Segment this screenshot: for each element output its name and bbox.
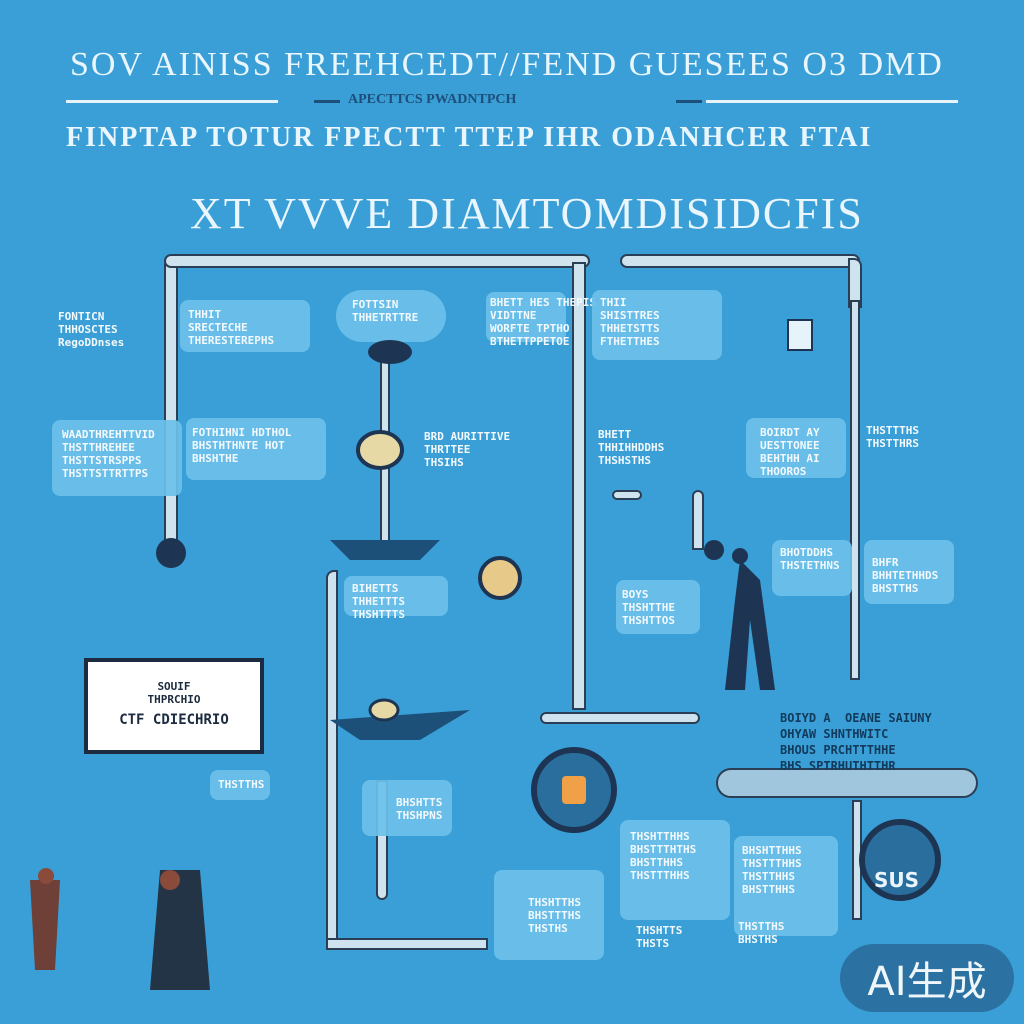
label-text-5: THII SHISTTRES THHETSTTS FTHETTHES <box>600 296 660 348</box>
label-panel-14 <box>344 576 448 616</box>
label-text-7: FOTHIHNI HDTHOL BHSTHTHNTE HOT BHSHTHE <box>192 426 292 465</box>
label-text-4: BHETT HES THEPIS VIDTTNE WORFTE TPTHO BT… <box>490 296 596 348</box>
person-head-left <box>160 870 180 890</box>
label-text-10: BOIRDT AY UESTTONEE BEHTHH AI THOOROS <box>760 426 820 478</box>
pipe-center-vertical <box>572 262 586 710</box>
label-panel-19 <box>620 820 730 920</box>
title-rule-right <box>706 100 958 103</box>
pipe-top-left-horizontal <box>164 254 590 268</box>
ai-generated-badge: AI生成 <box>840 944 1014 1012</box>
pipe-bottom-horizontal <box>326 938 488 950</box>
gauge-dial-icon <box>859 819 941 901</box>
label-panel-2 <box>180 300 310 352</box>
title-line-3: FINPTAP TOTUR FPECTT TTEP IHR ODANHCER F… <box>66 122 873 153</box>
label-text-22: THSHTTS THSTS <box>636 924 683 950</box>
person-figure-small <box>30 880 60 970</box>
funnel-shape-lower <box>330 710 470 740</box>
label-text-23: THSTTHS BHSTHS <box>738 920 785 946</box>
label-panel-6 <box>52 420 182 496</box>
diagram-heading: XT VVVE DIAMTOMDISIDCFIS <box>190 189 864 238</box>
person-figure-right <box>725 560 775 690</box>
pipe-right-small <box>692 490 704 550</box>
title-line-1: SOV AINISS FREEHCEDT//FEND GUESEES O3 DM… <box>70 46 944 83</box>
label-panel-4 <box>486 292 566 342</box>
label-panel-12 <box>772 540 852 596</box>
label-text-16: BOIYD A OEANE SAIUNY OHYAW SHNTHWITC BHO… <box>780 711 932 773</box>
pipe-center-bottom <box>540 712 700 724</box>
pipe-right-vertical <box>850 300 860 680</box>
label-text-19: THSHTTHHS BHSTTTHTHS BHSTTHHS THSTTTHHS <box>630 830 697 882</box>
gauge-upper-icon <box>356 430 404 470</box>
label-panel-7 <box>186 418 326 480</box>
gauge-dial-text: SUS <box>874 868 920 892</box>
valve-node-right <box>704 540 724 560</box>
valve-body-upper <box>368 340 412 364</box>
bulb-icon <box>478 556 522 600</box>
label-panel-20 <box>734 836 838 936</box>
valve-node-left <box>156 538 186 568</box>
subtitle-dash-left <box>314 100 340 103</box>
person-head-small <box>38 868 54 884</box>
funnel-shape-upper <box>330 540 440 560</box>
person-head-right <box>732 548 748 564</box>
speech-bubble: SOUIF THPRCHIO CTF CDIECHRIO <box>84 658 264 754</box>
person-figure-left <box>150 870 210 990</box>
subtitle-dash-right <box>676 100 702 103</box>
label-text-12: BHOTDDHS THSTETHNS <box>780 546 840 572</box>
bubble-line-3: CTF CDIECHRIO <box>119 712 229 728</box>
title-line-2: APECTTCS PWADNTPCH <box>348 92 517 107</box>
label-text-1: FONTICN THHOSCTES RegoDDnses <box>58 310 125 349</box>
label-text-8: BRD AURITTIVE THRTTEE THSIHS <box>424 430 511 469</box>
label-text-15: BOYS THSHTTHE THSHTTOS <box>622 588 675 627</box>
gear-core <box>562 776 586 804</box>
label-panel-5 <box>592 290 722 360</box>
label-text-6: WAADTHREHTTVID THSTTHREHEE THSTTSTRSPPS … <box>62 428 155 480</box>
label-panel-3 <box>336 290 446 342</box>
pipe-small-connector <box>612 490 642 500</box>
label-text-13: BHFR BHHTETHHDS BHSTTHS <box>872 556 939 595</box>
cabinet-icon <box>787 319 813 351</box>
label-text-9: BHETT THHIHHDDHS THSHSTHS <box>598 428 665 467</box>
label-text-20: BHSHTTHHS THSTTTHHS THSTTHHS BHSTTHHS <box>742 844 802 896</box>
label-panel-17 <box>210 770 270 800</box>
valve-lower-icon <box>368 698 400 722</box>
label-text-14: BIHETTS THHETTTS THSHTTTS <box>352 582 405 621</box>
label-text-3: FOTTSIN THHETRTTRE <box>352 298 419 324</box>
label-text-11: THSTTTHS THSTTHRS <box>866 424 919 450</box>
label-text-21: THSHTTHS BHSTTTHS THSTHS <box>528 896 581 935</box>
bubble-line-2: THPRCHIO <box>147 693 201 706</box>
bubble-line-1: SOUIF <box>157 680 191 693</box>
label-panel-18 <box>362 780 452 836</box>
label-text-18: BHSHTTS THSHPNS <box>396 796 443 822</box>
label-text-17: THSTTHS <box>218 778 265 791</box>
label-panel-15 <box>616 580 700 634</box>
pipe-right-bottom-bar <box>716 768 978 798</box>
label-panel-21 <box>494 870 604 960</box>
title-rule-left <box>66 100 278 103</box>
label-panel-10 <box>746 418 846 478</box>
label-panel-13 <box>864 540 954 604</box>
label-text-2: THHIT SRECTECHE THERESTEREPHS <box>188 308 275 347</box>
